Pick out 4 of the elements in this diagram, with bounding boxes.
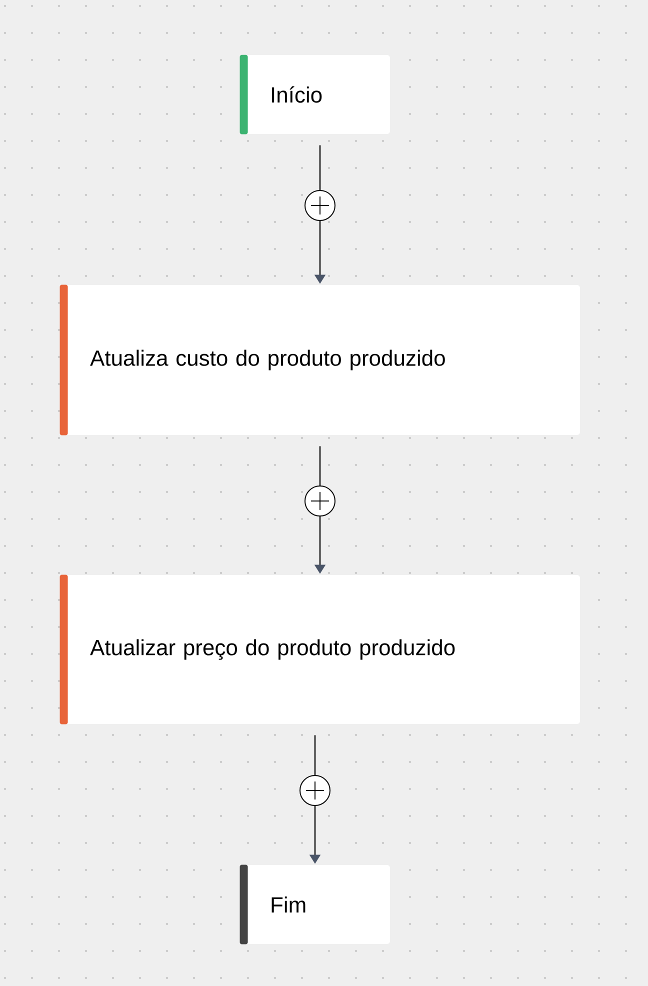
process-box: Início <box>240 54 390 134</box>
process-box: Atualizar preço do produto produzido <box>60 574 580 724</box>
process-box: Atualiza custo do produto produzido <box>60 284 580 436</box>
process-box: Fim <box>240 864 390 944</box>
